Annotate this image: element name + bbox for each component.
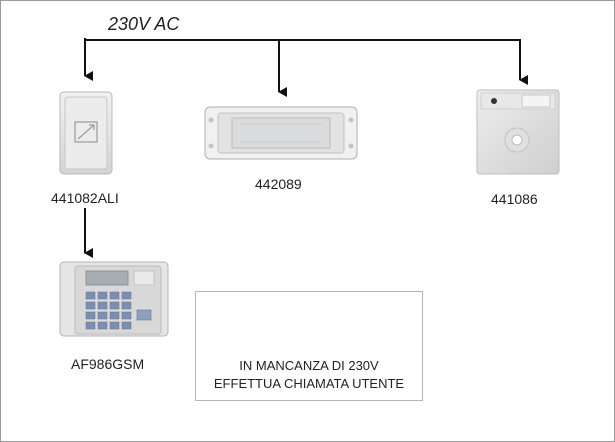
power-supply-module-icon bbox=[59, 91, 113, 175]
message-line-1: IN MANCANZA DI 230V bbox=[239, 358, 379, 373]
device-label-AF986GSM: AF986GSM bbox=[71, 356, 145, 372]
emergency-lamp-icon bbox=[204, 106, 358, 160]
device-label-441082ALI: 441082ALI bbox=[51, 190, 119, 206]
device-label-442089: 442089 bbox=[255, 176, 302, 192]
gsm-communicator-keypad-icon bbox=[59, 261, 169, 337]
message-line-2: EFFETTUA CHIAMATA UTENTE bbox=[213, 376, 405, 391]
message-box: IN MANCANZA DI 230V EFFETTUA CHIAMATA UT… bbox=[195, 291, 423, 401]
device-label-441086: 441086 bbox=[491, 191, 538, 207]
supply-bus bbox=[84, 38, 521, 42]
night-light-module-icon bbox=[476, 89, 560, 175]
supply-label: 230V AC bbox=[108, 14, 180, 34]
